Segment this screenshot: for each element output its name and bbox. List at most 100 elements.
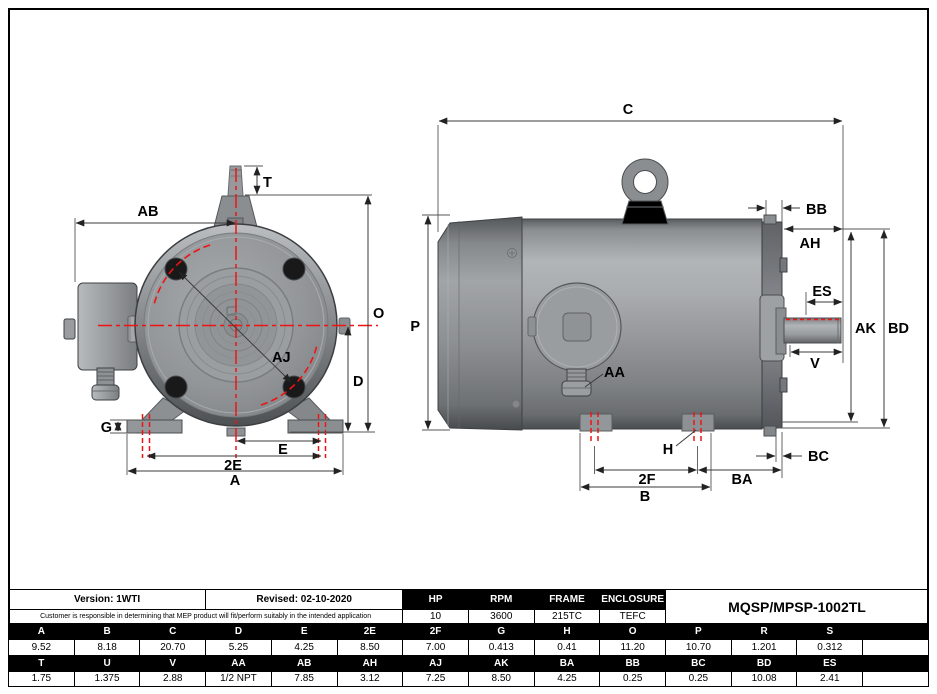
- dim-header-cell: A: [8, 623, 75, 640]
- dim-header-cell: T: [8, 654, 75, 672]
- dim-header-cell: ES: [796, 654, 864, 672]
- dim-value-cell: 7.85: [270, 670, 338, 687]
- dim-value-cell: 10.70: [665, 639, 732, 656]
- dim-label-aa: AA: [604, 365, 625, 381]
- dim-value-cell: 8.50: [336, 639, 404, 656]
- dim-value-cell: 3.12: [336, 670, 404, 687]
- dim-value-cell: 1.201: [730, 639, 798, 656]
- dim-header-cell: 2F: [402, 623, 469, 640]
- dim-value-cell: 1.75: [8, 670, 75, 687]
- bolt-circle-arc: [256, 346, 318, 407]
- dim-value-cell: 20.70: [139, 639, 207, 656]
- revised-cell: Revised: 02-10-2020: [205, 589, 404, 610]
- hp-header: HP: [402, 589, 469, 610]
- dim-header-cell: R: [730, 623, 798, 640]
- side-foot: [681, 413, 715, 432]
- eyebolt-ring-hole: [633, 170, 657, 194]
- right-foot: [287, 419, 344, 434]
- dim-header-cell: 2E: [336, 623, 404, 640]
- dim-header-cell: BA: [533, 654, 601, 672]
- motor-drawing: AJ T AB O D G E 2E A: [63, 102, 909, 505]
- dim-label-ah: AH: [800, 236, 821, 252]
- dim-header-cell: AB: [270, 654, 338, 672]
- dim-header-cell: S: [796, 623, 864, 640]
- dim-label-bd: BD: [888, 321, 909, 337]
- dim-header-cell: [862, 623, 929, 640]
- dim-value-cell: 7.00: [402, 639, 469, 656]
- dim-value-cell: 9.52: [8, 639, 75, 656]
- dim-label-t: T: [263, 175, 272, 191]
- dim-value-cell: 0.413: [467, 639, 535, 656]
- dim-label-v: V: [810, 356, 820, 372]
- dim-header-cell: BB: [599, 654, 667, 672]
- dim-header-cell: C: [139, 623, 207, 640]
- version-cell: Version: 1WTI: [7, 589, 207, 610]
- dim-label-2f: 2F: [639, 472, 656, 488]
- aa-fitting: [566, 368, 587, 382]
- dim-label-ak: AK: [855, 321, 876, 337]
- dim-label-b: B: [640, 489, 650, 505]
- dim-value-cell: 0.25: [599, 670, 667, 687]
- dim-label-es: ES: [812, 284, 832, 300]
- dim-label-bb: BB: [806, 202, 827, 218]
- dim-header-cell: O: [599, 623, 667, 640]
- dim-value-cell: 2.88: [139, 670, 207, 687]
- dim-label-o: O: [373, 306, 384, 322]
- junction-plug: [562, 312, 592, 342]
- dim-value-cell: 4.25: [533, 670, 601, 687]
- dim-value-cell: 0.25: [665, 670, 732, 687]
- bolt-hole: [164, 375, 188, 399]
- front-view: AJ T AB O D G E 2E A: [63, 165, 384, 489]
- dim-value-cell: 1.375: [73, 670, 141, 687]
- flange-lip-top: [763, 214, 777, 225]
- dim-header-cell: U: [73, 654, 141, 672]
- dim-label-p: P: [410, 319, 420, 335]
- dim-header-cell: BD: [730, 654, 798, 672]
- dim-header-cell: [862, 654, 929, 672]
- dim-header-cell: AA: [205, 654, 272, 672]
- enclosure-header: ENCLOSURE: [599, 589, 667, 610]
- dim-label-2e: 2E: [224, 458, 242, 474]
- dim-header-cell: AJ: [402, 654, 469, 672]
- dim-value-cell: 11.20: [599, 639, 667, 656]
- flange-nub: [779, 377, 788, 393]
- dim-label-bc: BC: [808, 449, 829, 465]
- dim-label-a: A: [230, 473, 241, 489]
- dim-value-cell: 7.25: [402, 670, 469, 687]
- dim-value-cell: 8.50: [467, 670, 535, 687]
- aj-diagonal: [178, 271, 292, 383]
- dim-table-body: Version: 1WTI Revised: 02-10-2020 HP RPM…: [7, 589, 929, 687]
- screw: [511, 399, 521, 409]
- disclaimer: Customer is responsible in determining t…: [7, 609, 404, 624]
- flange-nub: [779, 257, 788, 273]
- dim-header-cell: D: [205, 623, 272, 640]
- rpm-header: RPM: [467, 589, 535, 610]
- dim-header-cell: B: [73, 623, 141, 640]
- dim-value-cell: 0.41: [533, 639, 601, 656]
- dim-value-cell: [862, 670, 929, 687]
- dim-label-h: H: [663, 442, 673, 458]
- spec-table: Version: 1WTI Revised: 02-10-2020 HP RPM…: [7, 589, 929, 687]
- dim-label-ba: BA: [732, 472, 753, 488]
- rpm-value: 3600: [467, 609, 535, 624]
- dim-value-cell: 4.25: [270, 639, 338, 656]
- dim-header-cell: P: [665, 623, 732, 640]
- dim-value-cell: 2.41: [796, 670, 864, 687]
- dim-label-ab: AB: [138, 204, 159, 220]
- dim-value-cell: 0.312: [796, 639, 864, 656]
- side-view: C P BB AH AK BD ES: [410, 102, 909, 505]
- side-foot: [579, 413, 613, 432]
- dim-value-cell: 10.08: [730, 670, 798, 687]
- dim-header-cell: V: [139, 654, 207, 672]
- shaft: [783, 317, 842, 344]
- hp-value: 10: [402, 609, 469, 624]
- conduit-box-tab: [63, 318, 76, 340]
- dim-header-cell: E: [270, 623, 338, 640]
- dim-value-cell: 1/2 NPT: [205, 670, 272, 687]
- dim-value-cell: 8.18: [73, 639, 141, 656]
- bolt-circle-arc: [153, 243, 215, 304]
- dim-value-cell: 5.25: [205, 639, 272, 656]
- model-number: MQSP/MPSP-1002TL: [665, 589, 929, 624]
- dim-label-aj: AJ: [272, 350, 291, 366]
